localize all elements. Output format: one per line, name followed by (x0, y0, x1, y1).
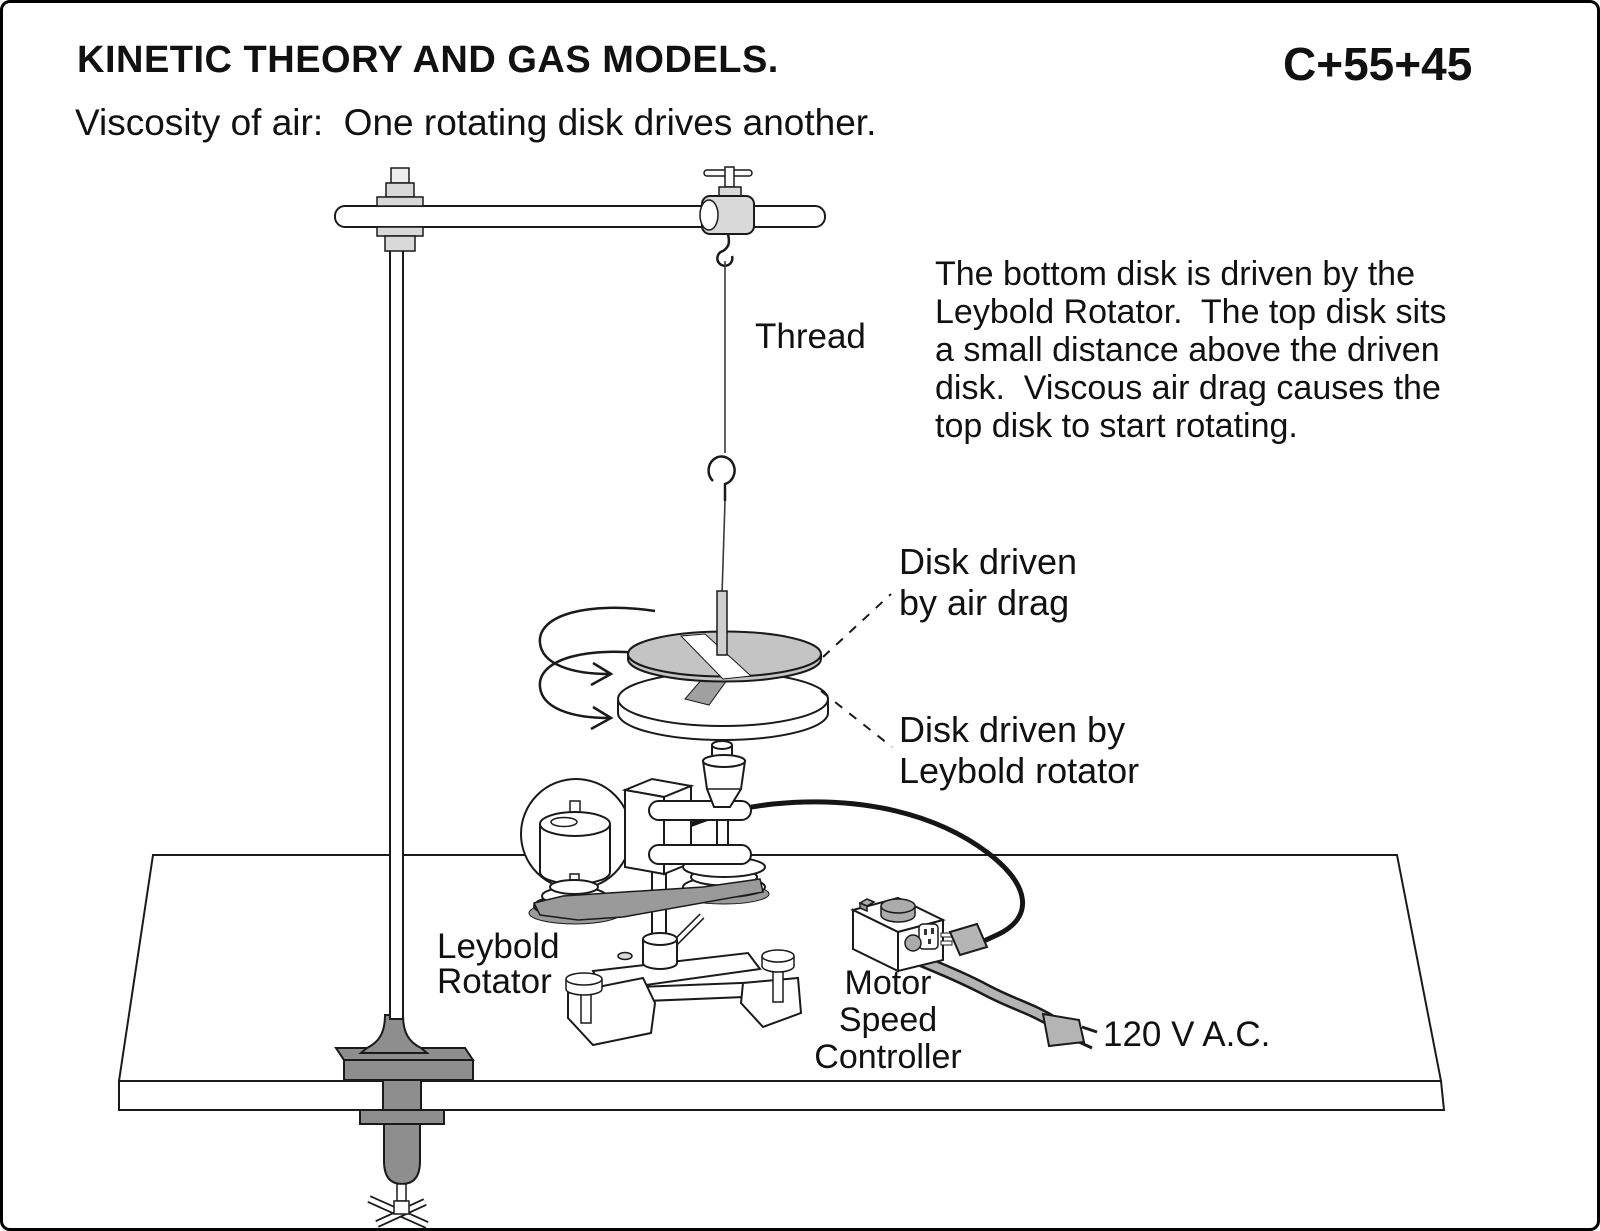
leader-lines (820, 593, 893, 748)
stand-left-clamp (376, 167, 424, 252)
rotator-plug-prong-2 (940, 940, 953, 946)
ac-plug-prong-1 (1081, 1025, 1098, 1034)
stand-swivel-clamp (699, 166, 755, 235)
clamp-handle-block (393, 1200, 410, 1215)
leader-top-disk (822, 593, 892, 658)
clamp-plate-front (343, 1059, 474, 1081)
swivel-stem (724, 166, 735, 188)
leybold-rotator-label: Leybold Rotator (437, 927, 560, 1001)
thread-label: Thread (755, 317, 866, 356)
clamp-screw-shaft (396, 1183, 407, 1202)
clamp-screw-body (383, 1123, 421, 1186)
disks (617, 590, 829, 741)
leybold-rotator (520, 714, 803, 1047)
motor-speed-controller-label: Motor Speed Controller (814, 964, 962, 1076)
rotation-arc-2 (538, 650, 656, 720)
leader-bottom-disk (820, 690, 893, 748)
power-label: 120 V A.C. (1103, 1015, 1271, 1054)
rotator-arm-lower (648, 844, 752, 865)
leveling-screw-left (565, 972, 603, 1024)
thread-line (707, 261, 736, 596)
support-stand (334, 166, 826, 1020)
top-disk-spindle (716, 590, 728, 656)
power-switch-front (859, 901, 868, 913)
outlet-slot-3 (928, 939, 931, 944)
left-clamp-flange-lower (376, 226, 424, 237)
outlet-slot-2 (931, 928, 934, 934)
page-subtitle: Viscosity of air: One rotating disk driv… (75, 102, 877, 143)
clamp-lower-flange (359, 1109, 445, 1125)
description-text: The bottom disk is driven by the Leybold… (935, 255, 1447, 445)
side-dial-icon (904, 934, 922, 952)
motor-speed-controller (850, 896, 1098, 1050)
page-title: KINETIC THEORY AND GAS MODELS. (77, 39, 779, 81)
tripod-right-foot (739, 976, 803, 1029)
tripod-screw-detail (617, 951, 633, 961)
lower-hook-icon (707, 455, 736, 501)
left-screw-head (565, 972, 603, 986)
stand-vertical-rod (389, 228, 404, 1020)
upper-hook-icon (716, 233, 734, 267)
collar-lever (673, 914, 704, 945)
rotation-arrows-icon (538, 606, 656, 731)
collar-body (642, 939, 678, 970)
left-screw-stem (580, 990, 592, 1024)
left-clamp-flange-upper (376, 196, 424, 207)
rotation-arc-1 (538, 606, 656, 676)
outlet-socket-icon (918, 923, 939, 950)
table-clamp (334, 1014, 475, 1228)
catalog-code: C+55+45 (1283, 38, 1473, 90)
leveling-screw-right (761, 949, 795, 1003)
chuck-top-cap (711, 740, 733, 750)
left-clamp-cap (390, 167, 410, 184)
drive-belt (532, 878, 764, 921)
rotation-arrowhead-2 (590, 705, 614, 731)
outlet-slot-1 (924, 929, 927, 935)
swivel-collar-bore (699, 199, 719, 231)
left-clamp-block-upper (385, 182, 415, 198)
speed-knob-icon (880, 898, 916, 914)
chuck-collar (702, 754, 746, 768)
motor-drum-hub (550, 816, 578, 828)
disk-air-drag-label: Disk driven by air drag (899, 541, 1078, 623)
rotation-arrowhead-1 (590, 661, 614, 687)
right-screw-head (761, 949, 795, 963)
disk-leybold-label: Disk driven by Leybold rotator (899, 709, 1140, 791)
apparatus-illustration (117, 166, 1446, 1228)
thread-lower (721, 500, 726, 596)
collar-top (642, 932, 678, 946)
rotator-arm-upper (648, 800, 752, 821)
left-pulley-tier1 (549, 879, 599, 895)
top-disk-stripe (679, 633, 753, 680)
ac-plug-icon (1041, 1012, 1086, 1048)
rotator-plug-icon (948, 922, 989, 957)
left-clamp-block-lower (384, 235, 416, 252)
swivel-nut (718, 186, 742, 197)
clamp-cone (358, 1014, 430, 1054)
table-edge (118, 1080, 1446, 1111)
